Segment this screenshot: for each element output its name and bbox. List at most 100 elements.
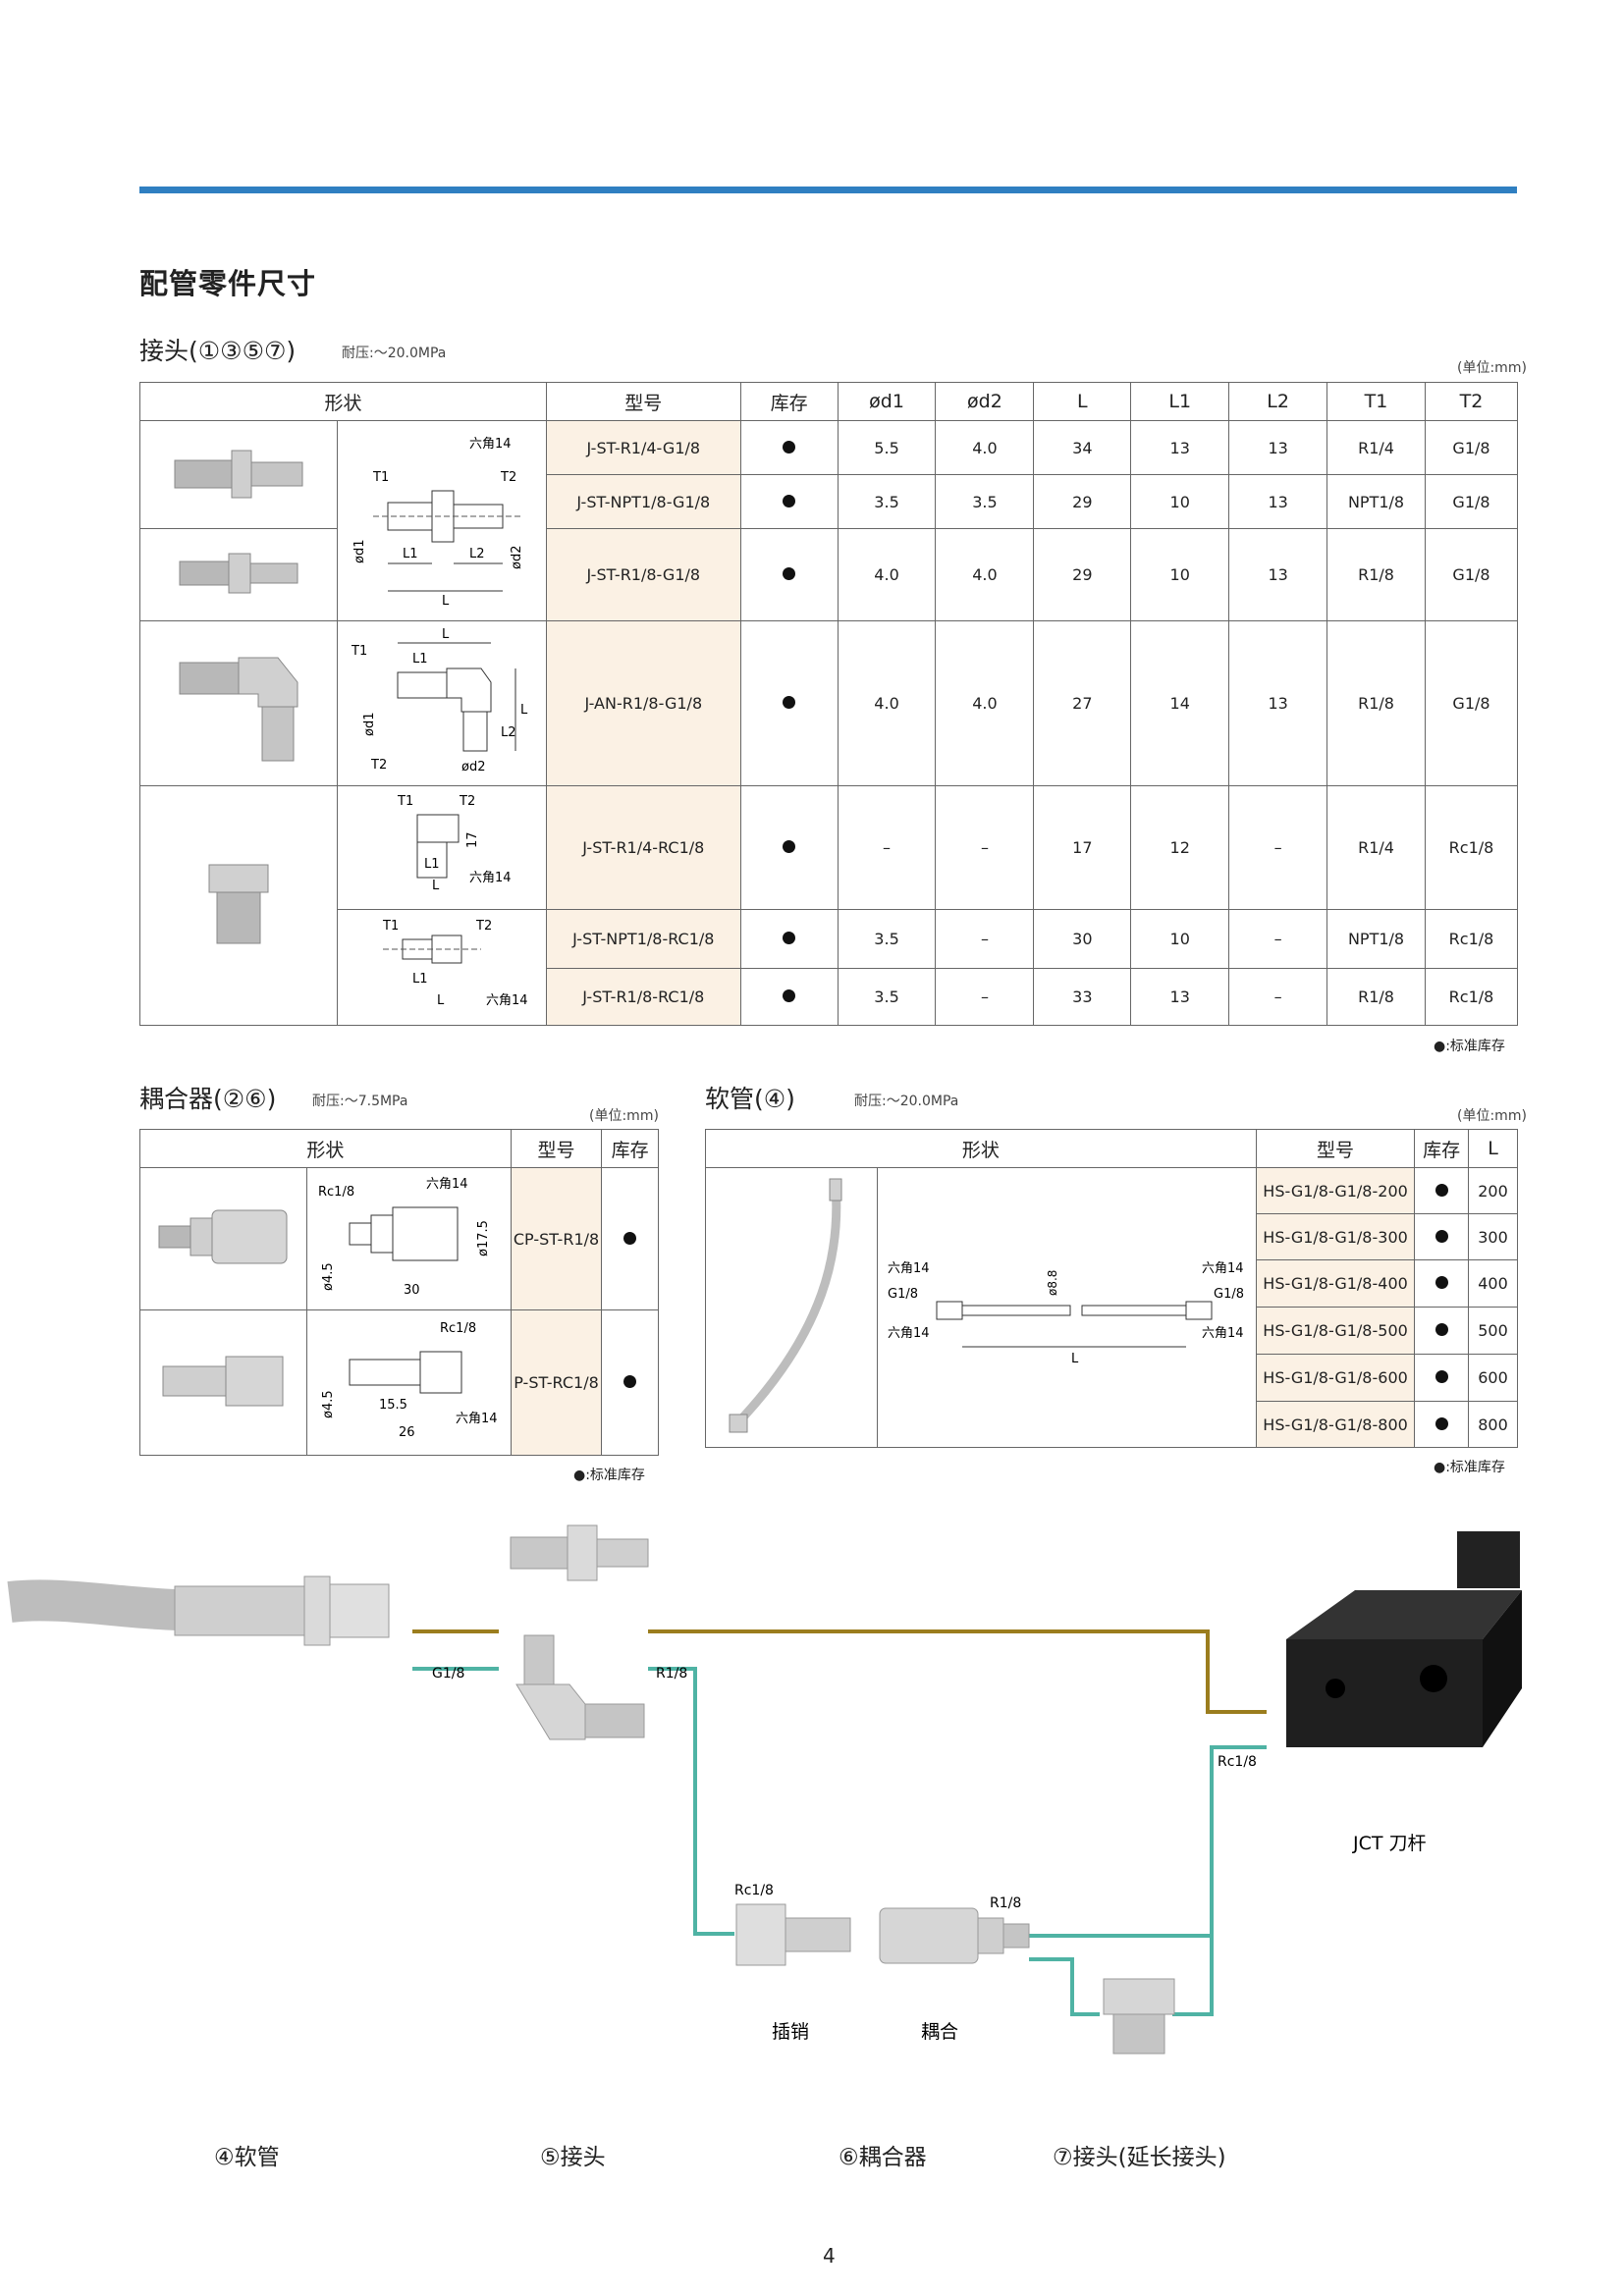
model-cell: J-AN-R1/8-G1/8 xyxy=(545,620,741,786)
d2-cell: 4.0 xyxy=(935,528,1035,621)
diagram-hose: 六角14 G1/8 六角14 六角14 G1/8 六角14 ø8.8 L xyxy=(876,1167,1257,1448)
T2-cell: G1/8 xyxy=(1425,420,1518,475)
elbow-fitting-image xyxy=(179,657,298,761)
model-cell: J-ST-R1/4-RC1/8 xyxy=(545,785,741,910)
page-number: 4 xyxy=(823,2244,836,2268)
stock-dot-icon xyxy=(1435,1229,1448,1243)
table-row: HS-G1/8-G1/8-800 800 xyxy=(706,1401,1518,1448)
stock-cell xyxy=(1414,1401,1470,1448)
coupler-plug-image xyxy=(162,1356,284,1406)
header-L: L xyxy=(1033,382,1132,421)
stock-dot-icon xyxy=(783,440,796,454)
L-cell: 400 xyxy=(1468,1259,1518,1308)
L1-cell: 14 xyxy=(1130,620,1230,786)
label-d88: ø8.8 xyxy=(1046,1270,1059,1296)
label-d45: ø4.5 xyxy=(321,1262,336,1291)
T1-cell: R1/4 xyxy=(1326,785,1426,910)
label-hex-right-bottom: 六角14 xyxy=(1202,1326,1244,1341)
header-shape: 形状 xyxy=(139,382,547,421)
stock-dot-icon xyxy=(783,932,796,944)
straight-fitting-image xyxy=(174,450,303,498)
stock-dot-icon xyxy=(623,1375,637,1388)
table-row: T1 T2 17 L1 L 六角14 J-ST-R1/4-RC1/8 – – 1… xyxy=(139,785,1518,1026)
extension-fitting-image xyxy=(208,864,269,943)
header-d1: ød1 xyxy=(837,382,937,421)
stock-dot-icon xyxy=(1435,1183,1448,1197)
coupler-plug-diagram: Rc1/8 ø4.5 15.5 26 六角14 xyxy=(321,1321,498,1440)
joints-unit: (单位:mm) xyxy=(1457,360,1527,376)
hose-unit: (单位:mm) xyxy=(1457,1108,1527,1124)
stock-cell xyxy=(739,420,839,475)
photo-hose xyxy=(705,1167,878,1448)
stock-dot-icon xyxy=(623,1231,637,1245)
label-hex-right-top: 六角14 xyxy=(1202,1261,1244,1276)
L2-cell: 13 xyxy=(1228,528,1328,621)
coupler-note: ●:标准库存 xyxy=(573,1468,645,1483)
label-hex-left-top: 六角14 xyxy=(888,1261,930,1276)
d2-cell: – xyxy=(935,785,1035,910)
coupler-socket-image xyxy=(158,1209,288,1264)
table-row: HS-G1/8-G1/8-400 400 xyxy=(706,1259,1518,1308)
model-cell: J-ST-NPT1/8-RC1/8 xyxy=(545,909,741,969)
label-d45: ø4.5 xyxy=(321,1390,336,1418)
label-pin: 插销 xyxy=(772,2021,809,2043)
model-cell: HS-G1/8-G1/8-600 xyxy=(1255,1354,1416,1402)
stock-cell xyxy=(739,909,839,969)
L-cell: 34 xyxy=(1033,420,1132,475)
stock-dot-icon xyxy=(783,989,796,1002)
L1-cell: 12 xyxy=(1130,785,1230,910)
stock-dot-icon xyxy=(783,696,796,709)
label-d175: ø17.5 xyxy=(476,1220,491,1256)
header-L1: L1 xyxy=(1130,382,1230,421)
straight-fitting-diagram: 六角14 T1 T2 L1 L2 L ød1 ød2 xyxy=(352,437,524,609)
label-rc18: Rc1/8 xyxy=(318,1185,354,1200)
label-hex: 六角14 xyxy=(469,437,512,452)
stock-cell xyxy=(1414,1259,1470,1308)
label-l1: L1 xyxy=(403,547,418,561)
stock-dot-icon xyxy=(783,494,796,507)
T2-cell: Rc1/8 xyxy=(1425,909,1518,969)
header-model: 型号 xyxy=(1255,1129,1416,1168)
label-l: L xyxy=(442,627,450,642)
model-cell: P-ST-RC1/8 xyxy=(510,1309,603,1456)
L1-cell: 10 xyxy=(1130,909,1230,969)
model-cell: J-ST-NPT1/8-G1/8 xyxy=(545,474,741,529)
table-row: J-ST-NPT1/8-G1/8 3.5 3.5 29 10 13 NPT1/8… xyxy=(140,474,1518,529)
model-cell: J-ST-R1/8-G1/8 xyxy=(545,528,741,621)
photo-elbow-fitting xyxy=(139,620,338,786)
photo-coupler-socket xyxy=(139,1167,307,1310)
T1-cell: NPT1/8 xyxy=(1326,474,1426,529)
header-stock: 库存 xyxy=(739,382,839,421)
label-d1: ød1 xyxy=(352,539,367,562)
label-hex: 六角14 xyxy=(426,1177,468,1192)
L-cell: 29 xyxy=(1033,474,1132,529)
L-cell: 800 xyxy=(1468,1401,1518,1448)
label-l: L xyxy=(442,594,450,609)
table-row: 六角14 T1 T2 L1 L2 L ød1 ød2 J-ST-R1/4-G1/… xyxy=(139,420,1518,621)
table-row: Rc1/8 ø4.5 15.5 26 六角14 P-ST-RC1/8 xyxy=(139,1309,659,1456)
extension-short-diagram: T1 T2 17 L1 L 六角14 xyxy=(397,794,512,893)
table-row: J-ST-R1/8-G1/8 4.0 4.0 29 10 13 R1/8 G1/… xyxy=(139,528,1518,621)
stock-cell xyxy=(1414,1307,1470,1355)
header-stock: 库存 xyxy=(601,1129,659,1168)
d1-cell: 3.5 xyxy=(837,968,937,1026)
T2-cell: G1/8 xyxy=(1425,474,1518,529)
model-cell: CP-ST-R1/8 xyxy=(510,1167,603,1310)
straight-fitting-small-image xyxy=(179,553,298,593)
L-cell: 29 xyxy=(1033,528,1132,621)
L-cell: 33 xyxy=(1033,968,1132,1026)
photo-straight-fitting xyxy=(139,420,338,529)
L-cell: 17 xyxy=(1033,785,1132,910)
L-cell: 27 xyxy=(1033,620,1132,786)
photo-straight-fitting-small xyxy=(139,528,338,621)
T2-cell: Rc1/8 xyxy=(1425,785,1518,910)
label-t1: T1 xyxy=(397,794,413,809)
T1-cell: R1/8 xyxy=(1326,620,1426,786)
L-cell: 500 xyxy=(1468,1307,1518,1355)
stock-dot-icon xyxy=(783,567,796,580)
label-155: 15.5 xyxy=(379,1398,407,1413)
label-hex: 六角14 xyxy=(469,871,512,885)
hose-title: 软管(④) xyxy=(705,1085,795,1113)
diagram-coupler-socket: Rc1/8 六角14 ø17.5 ø4.5 30 xyxy=(305,1167,512,1310)
stock-cell xyxy=(739,785,839,910)
